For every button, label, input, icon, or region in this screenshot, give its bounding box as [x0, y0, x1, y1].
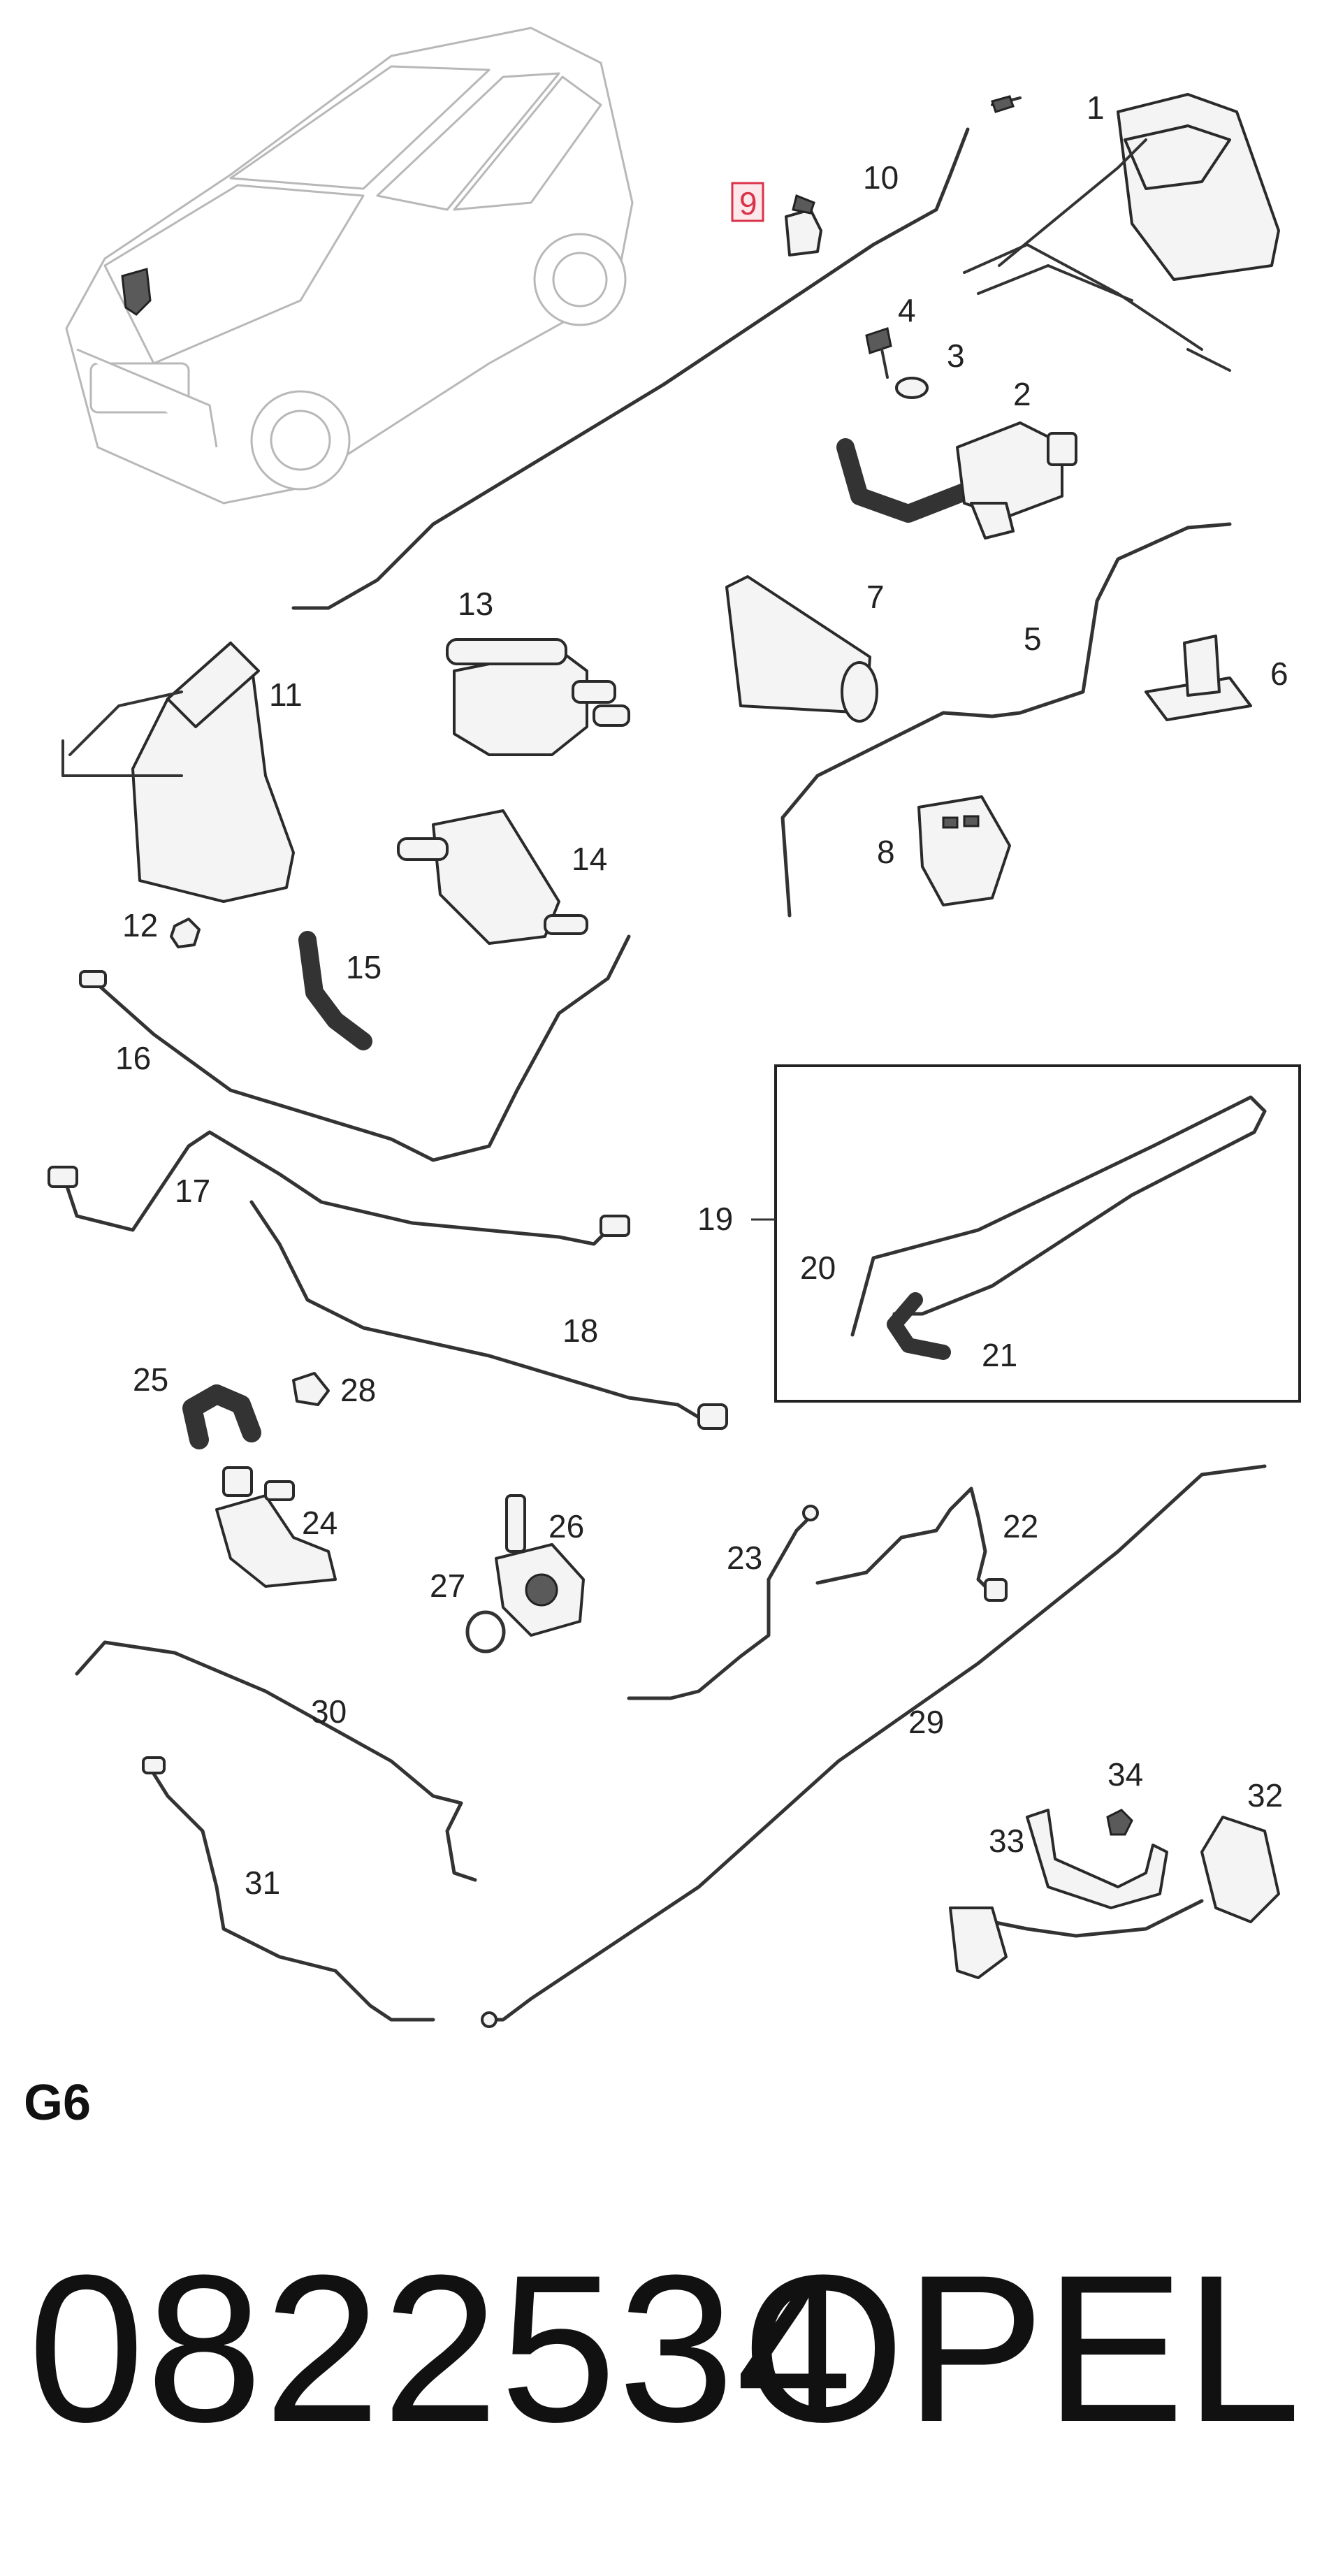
- part-5-vapor-line: [780, 522, 1232, 918]
- part-32-33-34-sensor-assembly: [949, 1809, 1280, 1979]
- part-31-pipe: [142, 1756, 435, 2022]
- callout-15: 15: [346, 949, 382, 985]
- part-23-pipe: [627, 1505, 819, 1700]
- callout-20: 20: [800, 1250, 836, 1286]
- part-25-elbow-hose: [182, 1384, 261, 1449]
- callout-7: 7: [866, 579, 885, 615]
- part-27-o-ring: [465, 1610, 506, 1654]
- callout-29: 29: [908, 1704, 944, 1740]
- part-9-clip: [785, 194, 822, 256]
- callout-22: 22: [1003, 1508, 1038, 1544]
- callout-16: 16: [115, 1040, 151, 1076]
- vehicle-illustration: [65, 27, 634, 505]
- callout-13: 13: [458, 586, 493, 622]
- part-10-vapor-pipe: [291, 95, 1022, 610]
- part-28-clip: [292, 1372, 330, 1406]
- part-6-bracket: [1145, 635, 1252, 721]
- callout-4: 4: [898, 292, 916, 328]
- callout-5: 5: [1024, 621, 1042, 657]
- part-15-hose: [298, 931, 372, 1050]
- callout-23: 23: [727, 1540, 762, 1576]
- callout-21: 21: [982, 1337, 1017, 1373]
- part-18-pipe: [249, 1200, 728, 1430]
- part-24-valve: [215, 1466, 337, 1588]
- part-12-nut: [170, 918, 201, 948]
- part-30-pipe: [75, 1640, 477, 1882]
- callout-34: 34: [1107, 1756, 1143, 1793]
- part-2-purge-valve: [836, 421, 1077, 540]
- callout-3: 3: [947, 338, 965, 374]
- part-22-pipe: [815, 1486, 1008, 1602]
- callout-31: 31: [245, 1865, 280, 1901]
- callout-10: 10: [863, 159, 899, 196]
- callout-32: 32: [1247, 1777, 1283, 1814]
- callout-2: 2: [1013, 376, 1031, 412]
- part-29-long-pipe: [481, 1464, 1267, 2028]
- callout-8: 8: [877, 834, 895, 870]
- brand-name: OPEL: [741, 2231, 1301, 2466]
- part-17-pipe: [48, 1130, 630, 1246]
- callout-26: 26: [549, 1508, 584, 1544]
- part-8-clip: [917, 795, 1011, 906]
- part-number: 0822534: [28, 2231, 854, 2466]
- callout-27: 27: [430, 1568, 465, 1604]
- part-7-filter-element: [725, 575, 878, 723]
- callout-14: 14: [572, 841, 607, 877]
- callout-1: 1: [1087, 89, 1105, 126]
- callout-17: 17: [175, 1173, 210, 1209]
- part-13-solenoid-valve: [446, 638, 630, 756]
- sheet-code: G6: [24, 2075, 92, 2131]
- part-26-flange: [495, 1494, 585, 1637]
- callout-9-highlight-box: [731, 182, 764, 222]
- parts-diagram: 1 2 3 4 5 6 7 8 9 10 11 12 13 14 15 16 1…: [48, 27, 1301, 2028]
- callout-24: 24: [302, 1505, 337, 1541]
- callout-33: 33: [989, 1823, 1024, 1859]
- callout-19: 19: [697, 1201, 733, 1237]
- callout-30: 30: [311, 1693, 347, 1730]
- part-11-charcoal-canister: [61, 642, 295, 903]
- callout-11: 11: [269, 676, 303, 713]
- callout-12: 12: [122, 907, 158, 943]
- part-3-grommet: [895, 377, 929, 399]
- part-16-pipe: [79, 934, 631, 1162]
- part-1-canister-assembly: [963, 93, 1280, 372]
- part-14-inline-filter: [397, 809, 588, 945]
- callout-25: 25: [133, 1361, 168, 1398]
- callout-9: 9: [739, 185, 757, 222]
- part-4-screw: [865, 327, 892, 379]
- part-19-hose-kit: [751, 1064, 1301, 1403]
- callout-18: 18: [562, 1312, 598, 1349]
- callout-28: 28: [340, 1372, 376, 1408]
- callout-6: 6: [1270, 656, 1288, 692]
